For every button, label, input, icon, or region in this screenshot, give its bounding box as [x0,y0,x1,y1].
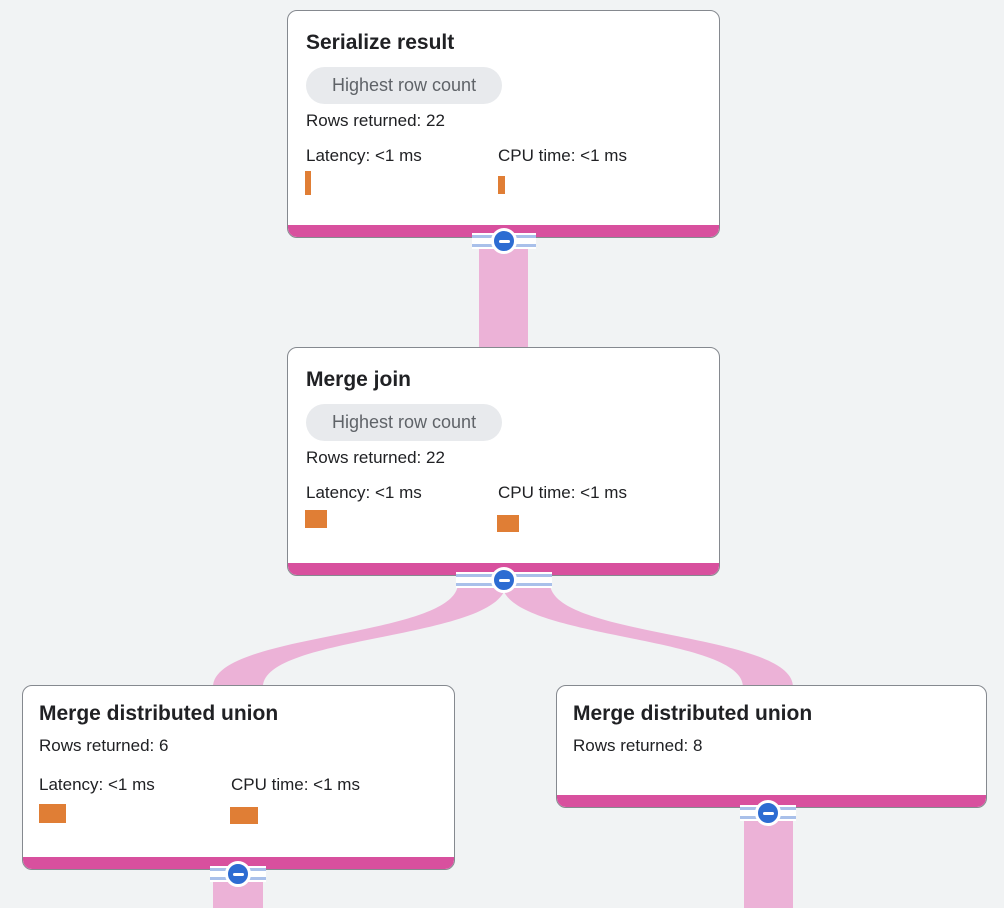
rows-returned-text: Rows returned: 8 [573,736,703,755]
cpu-time-bar [497,515,519,532]
latency-bar [305,171,311,195]
collapse-button-merge-join[interactable] [456,567,552,593]
latency-label: Latency: <1 ms [39,775,155,794]
highest-row-count-badge: Highest row count [306,67,503,104]
highest-row-count-badge: Highest row count [306,404,503,441]
collapse-button-merge-distributed-union-left[interactable] [210,861,266,887]
edge-left-union-to-child-below [213,876,263,908]
node-title: Serialize result [306,31,455,54]
minus-icon [498,578,510,582]
edge-mergejoin-to-left-union [213,583,506,687]
minus-icon [498,239,510,243]
cpu-time-bar [498,176,505,194]
collapse-button-serialize-result[interactable] [472,228,536,254]
rows-returned-text: Rows returned: 6 [39,736,169,755]
collapse-circle [225,861,251,887]
cpu-time-label: CPU time: <1 ms [231,775,360,794]
collapse-circle [491,228,517,254]
collapse-circle [491,567,517,593]
plan-node-serialize-result[interactable]: Serialize result Highest row count Rows … [287,10,720,238]
minus-icon [762,811,774,815]
node-title: Merge join [306,368,412,391]
plan-node-merge-distributed-union-left[interactable]: Merge distributed union Rows returned: 6… [22,685,455,870]
plan-node-merge-join[interactable]: Merge join Highest row count Rows return… [287,347,720,576]
node-title: Merge distributed union [573,702,813,725]
cpu-time-label: CPU time: <1 ms [498,146,627,165]
node-title: Merge distributed union [39,702,279,725]
minus-icon [232,872,244,876]
rows-returned-text: Rows returned: 22 [306,448,445,467]
collapse-circle [755,800,781,826]
latency-bar [39,804,66,823]
collapse-button-merge-distributed-union-right[interactable] [740,800,796,826]
edge-mergejoin-to-right-union [502,583,793,687]
plan-node-merge-distributed-union-right[interactable]: Merge distributed union Rows returned: 8 [556,685,987,808]
edge-serialize-to-mergejoin [479,240,528,348]
cpu-time-bar [230,807,258,824]
latency-label: Latency: <1 ms [306,483,422,502]
latency-label: Latency: <1 ms [306,146,422,165]
rows-returned-text: Rows returned: 22 [306,111,445,130]
edge-right-union-to-child-below [744,812,793,908]
cpu-time-label: CPU time: <1 ms [498,483,627,502]
latency-bar [305,510,327,528]
